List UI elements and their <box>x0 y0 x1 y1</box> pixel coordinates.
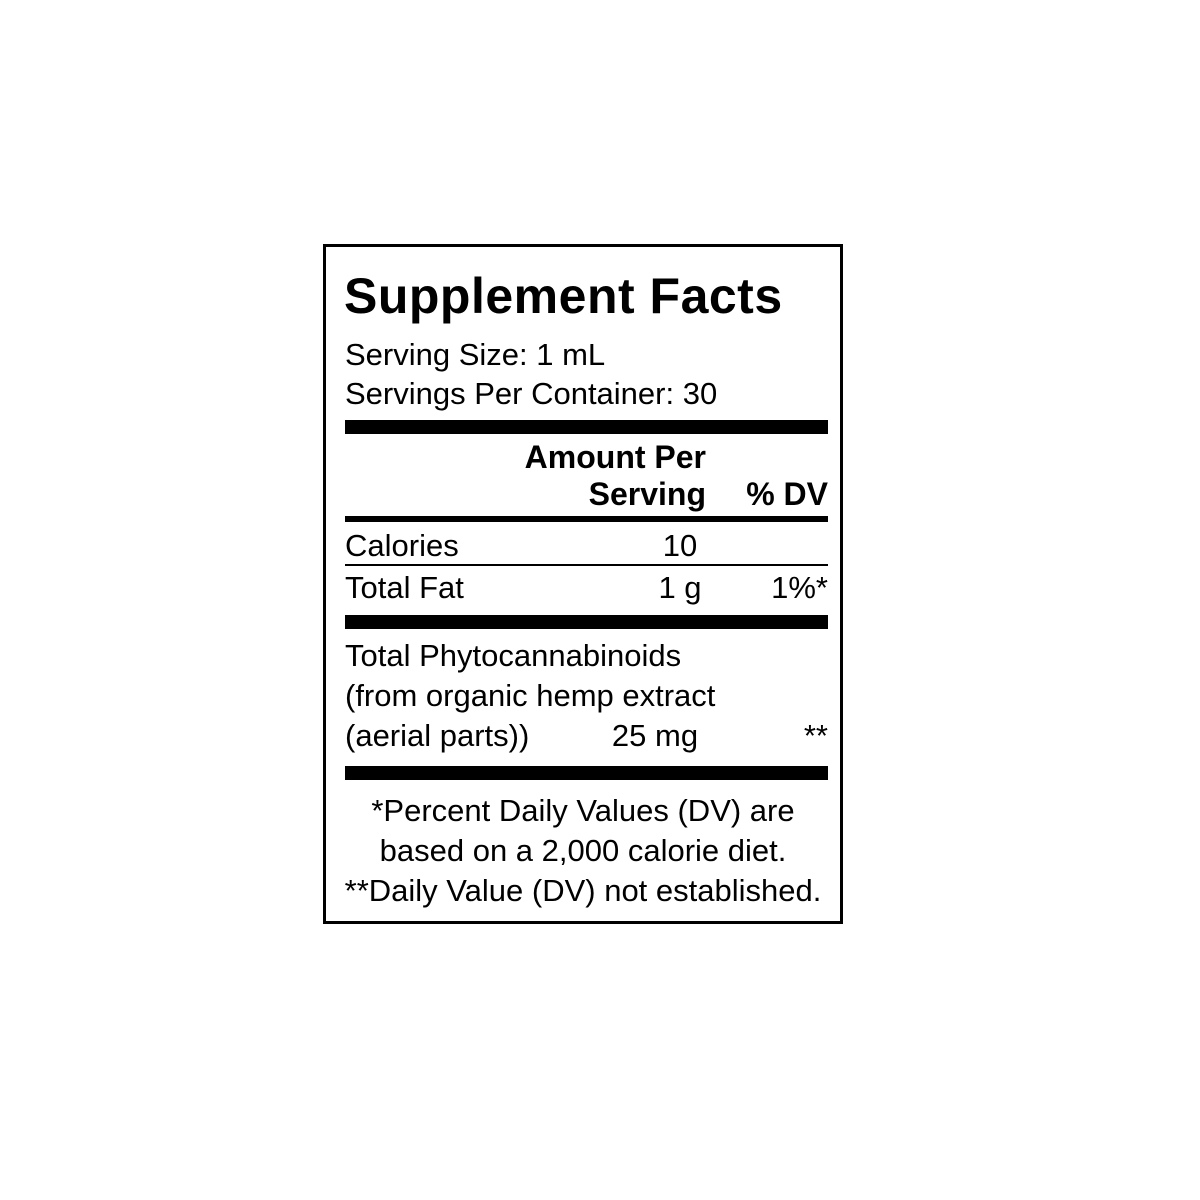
row-name-calories: Calories <box>345 528 459 563</box>
footnote-line2: based on a 2,000 calorie diet. <box>379 833 787 868</box>
row-dv-total-fat: 1%* <box>771 570 828 605</box>
footnote-line3: **Daily Value (DV) not established. <box>344 873 822 908</box>
panel-title: Supplement Facts <box>344 268 783 324</box>
supplement-facts-panel: Supplement Facts Serving Size: 1 mL Serv… <box>323 244 843 924</box>
ingredient-line2: (from organic hemp extract <box>345 678 716 713</box>
ingredient-line3: (aerial parts)) <box>345 718 530 753</box>
divider-thick-top <box>345 420 828 434</box>
divider-thick-middle <box>345 615 828 629</box>
row-amount-total-fat: 1 g <box>658 570 702 605</box>
row-amount-calories: 10 <box>662 528 698 563</box>
ingredient-line1: Total Phytocannabinoids <box>345 638 682 673</box>
ingredient-amount: 25 mg <box>611 718 699 753</box>
serving-size: Serving Size: 1 mL <box>345 337 606 372</box>
row-name-total-fat: Total Fat <box>345 570 464 605</box>
header-amount-line2: Serving <box>588 476 706 512</box>
header-dv: % DV <box>746 476 828 512</box>
servings-per-container: Servings Per Container: 30 <box>345 376 718 411</box>
divider-thick-bottom <box>345 766 828 780</box>
divider-thin <box>345 564 828 566</box>
footnote-line1: *Percent Daily Values (DV) are <box>371 793 795 828</box>
header-amount-line1: Amount Per <box>524 439 706 475</box>
ingredient-dv: ** <box>803 718 828 753</box>
divider-medium <box>345 516 828 522</box>
